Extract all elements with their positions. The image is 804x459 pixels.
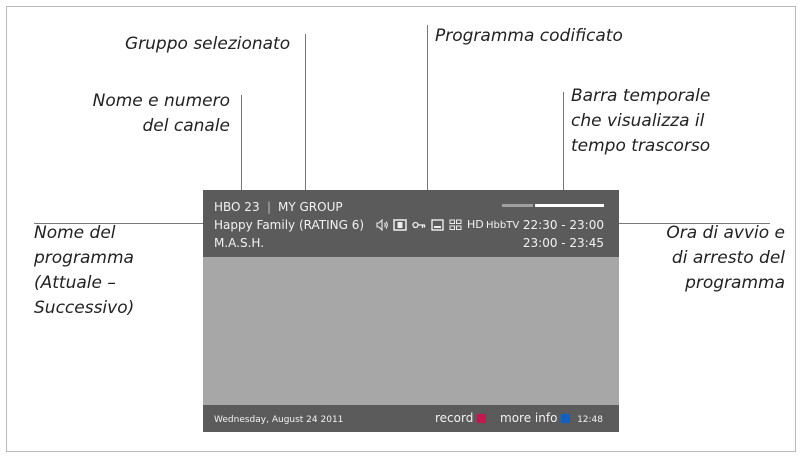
leader-line-time-bar [563,92,564,202]
current-program-time: 22:30 - 23:00 [522,218,604,232]
channel-name-number: HBO 23 [214,200,260,214]
hbbtv-label: HbbTV [486,220,520,231]
record-label: record [435,411,474,425]
leader-line-scrambled [427,25,428,223]
current-program-name: Happy Family (RATING 6) [214,218,365,232]
more-info-label: more info [500,411,558,425]
callout-group-selected: Gruppo selezionato [125,34,291,54]
hd-label: HD [467,218,484,231]
callout-program-name: Nome del programma (Attuale – Successivo… [34,223,135,318]
subtitle-icon [431,219,444,231]
leader-line-channel [241,95,242,202]
time-bar [502,204,604,207]
time-bar-remaining [535,204,604,207]
callout-scrambled-program: Programma codificato [435,26,623,46]
leader-line-start-stop [602,223,770,224]
callout-start-stop-time: Ora di avvio e di arresto del programma [666,223,785,293]
group-name: MY GROUP [278,200,343,214]
leader-line-group [305,34,306,203]
tv-screen: HBO 23 | MY GROUP Happy Family (RATING 6… [203,190,619,432]
callout-channel-name-number: Nome e numero del canale [92,91,230,136]
leader-line-program-name [34,223,233,224]
grid-icon [449,219,462,230]
clock: 12:48 [577,415,603,425]
date-label: Wednesday, August 24 2011 [214,415,344,425]
dual-screen-icon [393,219,407,231]
status-bar: Wednesday, August 24 2011 record more in… [203,405,619,432]
record-button[interactable] [477,414,486,423]
key-icon [412,221,426,229]
speaker-icon [376,219,388,231]
callout-time-bar: Barra temporale che visualizza il tempo … [571,86,711,156]
diagram-frame [6,6,796,452]
more-info-button[interactable] [561,414,570,423]
program-info-bar: HBO 23 | MY GROUP Happy Family (RATING 6… [203,190,619,257]
next-program-name: M.A.S.H. [214,236,265,250]
channel-group-separator: | [267,200,272,214]
next-program-time: 23:00 - 23:45 [522,236,604,250]
time-bar-elapsed [502,204,533,207]
